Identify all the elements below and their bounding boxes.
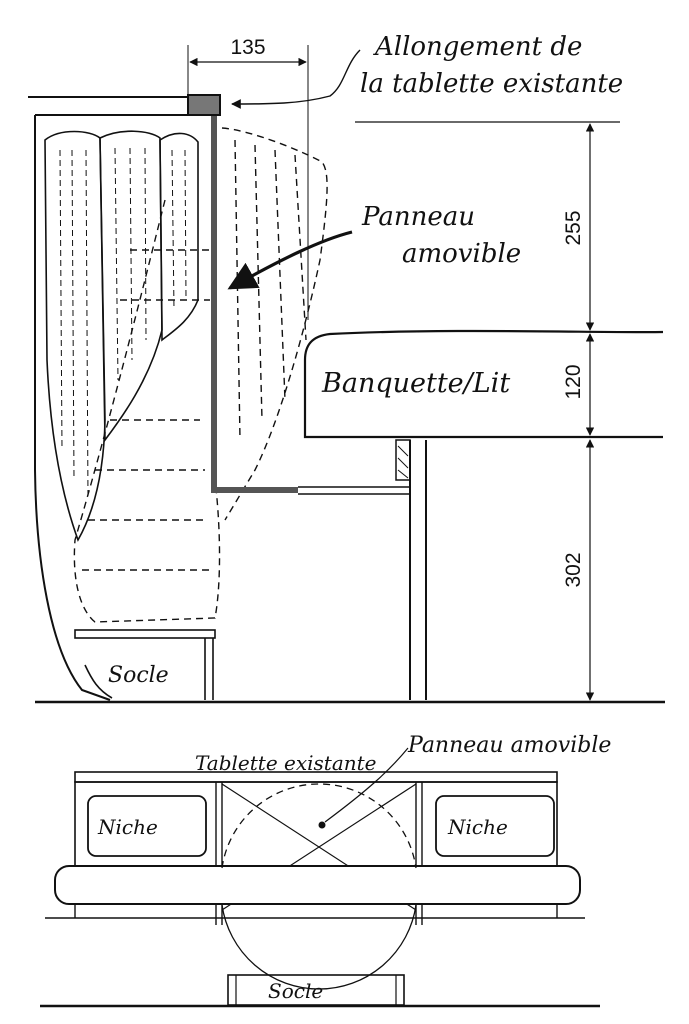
- base-top: [74, 629, 216, 639]
- dimension-width: 135: [230, 36, 265, 59]
- arrow-panel: [227, 230, 353, 290]
- arrow-extension: [231, 49, 361, 109]
- label-base-side: Socle: [108, 663, 169, 688]
- side-view: 135 255 120 302 Allongement de la tablet…: [28, 32, 665, 704]
- label-bench: Banquette/Lit: [321, 368, 510, 399]
- front-view: Tablette existante Panneau amovible Nich…: [40, 733, 611, 1008]
- label-panel-front: Panneau amovible: [407, 733, 611, 758]
- base-curve: [84, 664, 113, 699]
- niche-left: [87, 795, 207, 857]
- rotation-circle-solid: [221, 904, 417, 990]
- label-panel-1: Panneau: [361, 202, 475, 232]
- cabinet-outline: [34, 114, 190, 701]
- label-niche-right: Niche: [447, 815, 508, 839]
- stored-mattress: [44, 130, 199, 542]
- label-base-front: Socle: [268, 979, 323, 1003]
- label-existing-shelf: Tablette existante: [195, 751, 377, 775]
- folded-cushion-dashed: [73, 127, 328, 623]
- shelf-extension-block: [187, 94, 221, 116]
- label-niche-left: Niche: [97, 815, 158, 839]
- label-panel-2: amovible: [402, 239, 521, 269]
- label-extension-1: Allongement de: [373, 32, 582, 62]
- dimension-lower: 302: [562, 552, 585, 587]
- niche-right: [435, 795, 555, 857]
- dimension-cushion: 120: [562, 364, 585, 399]
- dimension-upper: 255: [562, 210, 585, 245]
- front-bench: [54, 865, 581, 905]
- bench-cushion: [303, 329, 664, 439]
- removable-panel-section: [211, 116, 298, 493]
- label-extension-2: la tablette existante: [360, 69, 623, 99]
- rotation-circle-dashed: [221, 783, 417, 869]
- bench-bracket: [395, 439, 411, 481]
